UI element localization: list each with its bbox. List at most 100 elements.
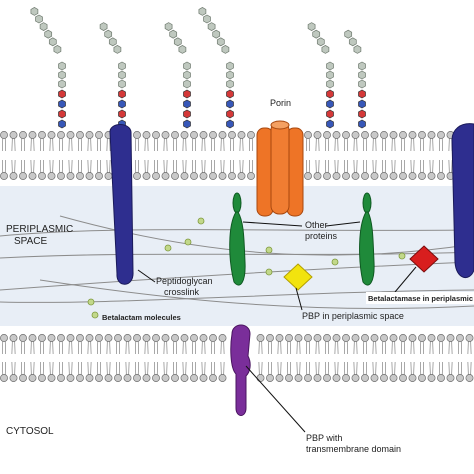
- lipid-tail: [382, 340, 386, 355]
- lipid-tail: [363, 137, 367, 152]
- lipid-tail: [182, 159, 187, 174]
- lipid-head: [247, 172, 255, 180]
- lipid-tail: [116, 340, 120, 355]
- sugar-unit: [53, 44, 62, 54]
- lipid-tail: [363, 340, 367, 355]
- lipid-head: [199, 374, 208, 382]
- lipid-head: [218, 374, 227, 382]
- lipid-tail: [11, 340, 16, 355]
- other-protein-anchor: [362, 192, 372, 214]
- lipid-tail: [268, 361, 272, 376]
- sugar-unit: [118, 109, 126, 119]
- lipid-head: [332, 374, 341, 382]
- lipid-head: [370, 334, 379, 342]
- other-protein-body: [229, 211, 246, 286]
- other-proteins-pointer: [325, 221, 361, 227]
- sugar-unit: [226, 119, 234, 129]
- lipid-tail: [30, 361, 35, 376]
- lipid-tail: [410, 361, 415, 376]
- lipid-head: [161, 334, 170, 342]
- lipid-head: [389, 131, 398, 139]
- lipid-head: [304, 172, 312, 180]
- sugar-unit: [326, 109, 334, 119]
- lipid-head: [133, 374, 141, 382]
- lipid-tail: [391, 340, 396, 355]
- lipid-tail: [420, 137, 424, 152]
- lipid-tail: [78, 340, 82, 355]
- lipid-tail: [230, 137, 234, 152]
- lipid-tail: [372, 159, 377, 174]
- lipid-head: [427, 334, 436, 342]
- pbp-tm-label-line2: transmembrane domain: [306, 444, 401, 454]
- porin-top: [270, 120, 290, 130]
- sugar-unit: [44, 29, 53, 39]
- betalactamase-label: Betalactamase in periplasmic space: [368, 294, 474, 303]
- lipid-tail: [182, 361, 187, 376]
- lipid-tail: [353, 340, 358, 355]
- lipid-tail: [401, 340, 405, 355]
- lipid-tail: [59, 340, 63, 355]
- lipid-tail: [144, 159, 149, 174]
- sugar-unit: [326, 99, 334, 109]
- lipid-head: [9, 374, 18, 382]
- lipid-head: [351, 334, 360, 342]
- sugar-unit: [118, 79, 126, 89]
- sugar-unit: [203, 14, 211, 24]
- lipid-head: [19, 172, 27, 180]
- periplasmic-label-line2: SPACE: [14, 236, 47, 247]
- lipid-tail: [391, 137, 396, 152]
- lipid-head: [465, 334, 474, 342]
- lipid-head: [104, 172, 113, 180]
- lipid-tail: [154, 137, 158, 152]
- pbp-periplasmic-pointer: [295, 287, 303, 311]
- lipid-head: [152, 334, 160, 342]
- lipid-tail: [59, 361, 63, 376]
- lipid-tail: [410, 340, 415, 355]
- lipid-head: [351, 374, 360, 382]
- lipid-tail: [391, 159, 396, 174]
- lipid-head: [237, 131, 246, 139]
- lipid-head: [133, 334, 141, 342]
- sugar-unit: [183, 119, 191, 129]
- lipid-tail: [30, 159, 35, 174]
- lipid-head: [304, 131, 312, 139]
- lipid-tail: [325, 137, 329, 152]
- lipid-head: [437, 172, 445, 180]
- lipid-tail: [78, 361, 82, 376]
- lipid-head: [104, 334, 113, 342]
- lipid-head: [418, 334, 426, 342]
- lipid-head: [0, 131, 8, 139]
- lipid-tail: [201, 361, 206, 376]
- lipid-head: [171, 374, 179, 382]
- lipid-head: [76, 131, 84, 139]
- lipid-tail: [106, 159, 111, 174]
- lipid-head: [28, 172, 37, 180]
- lipid-tail: [2, 340, 6, 355]
- lipid-head: [180, 131, 189, 139]
- lipid-tail: [211, 361, 215, 376]
- lipid-head: [171, 131, 179, 139]
- lipid-tail: [249, 137, 253, 152]
- lipid-tail: [163, 340, 168, 355]
- outer-membrane: [0, 131, 474, 180]
- lipid-head: [76, 334, 84, 342]
- lipid-tail: [97, 159, 101, 174]
- lipid-tail: [344, 137, 348, 152]
- betalactam-molecule: [184, 238, 192, 246]
- lipid-head: [161, 172, 170, 180]
- lipid-tail: [277, 340, 282, 355]
- lipid-head: [456, 374, 464, 382]
- lipid-head: [437, 131, 445, 139]
- lipid-tail: [40, 340, 44, 355]
- lipid-head: [256, 374, 265, 382]
- lipid-head: [304, 374, 312, 382]
- lipid-tail: [201, 159, 206, 174]
- lipid-head: [133, 172, 141, 180]
- lipid-head: [266, 374, 274, 382]
- lipid-tail: [192, 159, 196, 174]
- lipid-tail: [144, 340, 149, 355]
- lipid-head: [342, 374, 350, 382]
- lipid-tail: [334, 137, 339, 152]
- lipid-tail: [258, 340, 263, 355]
- lipid-head: [370, 374, 379, 382]
